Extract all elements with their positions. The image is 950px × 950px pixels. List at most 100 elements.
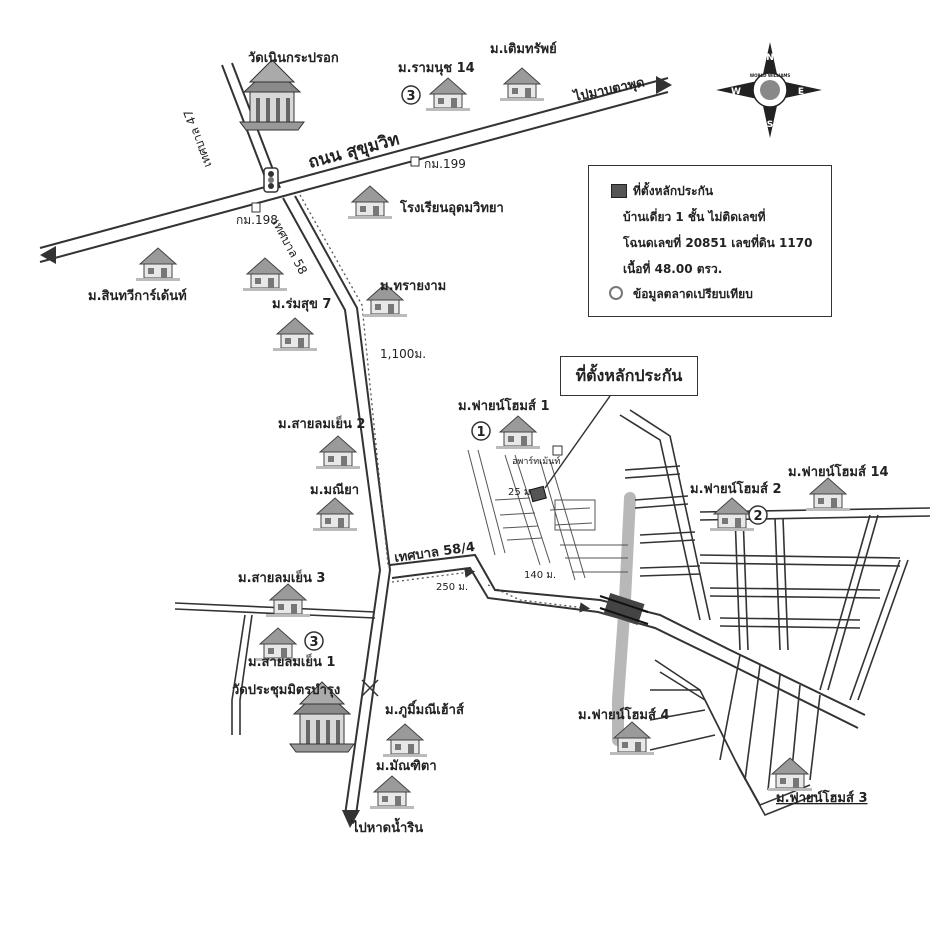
- manthita: ม.มัณฑิตา: [369, 759, 437, 810]
- house-icon: [805, 477, 851, 512]
- callout-label: ที่ตั้งหลักประกัน: [575, 365, 683, 385]
- udom-school: โรงเรียนอุดมวิทยา: [347, 185, 504, 220]
- collateral-site: [529, 395, 611, 503]
- km-198-marker: กม.198: [236, 202, 278, 227]
- finehome-14: ม.ฟายน์โฮมส์ 14: [788, 463, 889, 512]
- house-icon: [242, 257, 288, 292]
- manthita-label: ม.มัณฑิตา: [376, 759, 437, 774]
- wat-noen-krapok: วัดเนินกระปรอก: [239, 51, 339, 131]
- house-icon: [382, 723, 428, 758]
- legend-box: ที่ตั้งหลักประกัน บ้านเดี่ยว 1 ชั้น ไม่ต…: [588, 165, 832, 317]
- romsuk-7: ม.ร่มสุข 7: [242, 257, 331, 352]
- compass-e: E: [798, 87, 804, 97]
- school-icon: [347, 185, 393, 220]
- house-icon: [312, 497, 358, 532]
- sailomyen-2-label: ม.สายลมเย็น 2: [278, 414, 365, 432]
- sailomyen-1: ม.สายลมเย็น 1: [248, 627, 335, 670]
- east-road-grid: [619, 409, 931, 817]
- apartment-icon: [552, 445, 563, 456]
- arrow-south: [342, 810, 360, 828]
- maneeya-label: ม.มณียา: [310, 482, 359, 498]
- romsuk-7-label: ม.ร่มสุข 7: [272, 297, 331, 312]
- apartment-label: อพาร์ทเม้นท์: [512, 455, 560, 467]
- sinthawee: ม.สินทวีการ์เด้นท์: [88, 247, 187, 304]
- arrow-west: [40, 246, 56, 264]
- comparison-marker-1: 1: [471, 421, 491, 441]
- finehome-3-label: ม.ฟายน์โฮมส์ 3: [776, 789, 868, 806]
- apartment: อพาร์ทเม้นท์: [512, 445, 563, 467]
- finehome-1: ม.ฟายน์โฮมส์ 1: [458, 397, 550, 450]
- compass-rose: N S W E WORLD WILLIAMS: [716, 42, 822, 138]
- house-icon: [135, 247, 181, 282]
- finehome-2-label: ม.ฟายน์โฮมส์ 2: [690, 480, 782, 497]
- finehome-3: ม.ฟายน์โฮมส์ 3: [767, 757, 868, 806]
- comparison-marker-3-bottom: 3: [304, 631, 324, 651]
- compass-ring-text: WORLD WILLIAMS: [750, 73, 791, 78]
- legend-comparison-swatch: [609, 286, 623, 300]
- saingam-label: ม.ทรายงาม: [380, 279, 446, 294]
- house-icon: [709, 497, 755, 532]
- sailomyen-1-label: ม.สายลมเย็น 1: [248, 652, 335, 670]
- house-icon: [369, 775, 415, 810]
- legend-collateral-swatch: [611, 184, 627, 198]
- saingam: ม.ทรายงาม: [362, 279, 446, 318]
- svg-text:3: 3: [406, 89, 415, 104]
- municipal-58-road: [282, 195, 392, 828]
- to-hat-nam-rin-label: ไปหาดน้ำริน: [350, 817, 423, 836]
- sailomyen-3: ม.สายลมเย็น 3: [238, 568, 325, 618]
- distance-140-label: 140 ม.: [524, 570, 556, 581]
- finehome-4-label: ม.ฟายน์โฮมส์ 4: [578, 706, 670, 723]
- finehome-1-label: ม.ฟายน์โฮมส์ 1: [458, 397, 550, 414]
- svg-text:1: 1: [476, 425, 485, 440]
- termsap: ม.เติมทรัพย์: [490, 41, 557, 102]
- svg-text:2: 2: [753, 509, 762, 524]
- comparison-marker-2: 2: [748, 505, 768, 525]
- house-icon: [499, 67, 545, 102]
- km-198-label: กม.198: [236, 213, 278, 227]
- distance-25-label: 25 ม.: [508, 487, 534, 498]
- arrow-east: [656, 76, 672, 94]
- house-icon: [495, 415, 541, 450]
- distance-250-label: 250 ม.: [436, 582, 468, 593]
- wat-prachum-label: วัดประชุมมิตรบำรุง: [232, 682, 340, 698]
- compass-w: W: [731, 87, 741, 97]
- compass-n: N: [766, 53, 774, 63]
- callout-pointer: [544, 395, 611, 489]
- collateral-soi-grid: [467, 449, 628, 581]
- ramanuch-14-label: ม.รามนุช 14: [398, 61, 475, 76]
- compass-s: S: [767, 120, 773, 130]
- sinthawee-label: ม.สินทวีการ์เด้นท์: [88, 288, 187, 304]
- temple-icon: [239, 59, 305, 131]
- comparison-marker-3-top: 3: [401, 85, 421, 105]
- collateral-square: [529, 485, 547, 503]
- km-199-marker: กม.199: [410, 156, 466, 171]
- municipal-58-4-road: [389, 553, 866, 729]
- wat-noen-krapok-label: วัดเนินกระปรอก: [248, 51, 339, 66]
- finehome-4: ม.ฟายน์โฮมส์ 4: [578, 706, 670, 756]
- legend-line-2: โฉนดเลขที่ 20851 เลขที่ดิน 1170: [623, 236, 813, 250]
- sailomyen-3-label: ม.สายลมเย็น 3: [238, 568, 325, 586]
- km-199-label: กม.199: [424, 157, 466, 171]
- termsap-label: ม.เติมทรัพย์: [490, 41, 557, 57]
- sailomyen-2: ม.สายลมเย็น 2: [278, 414, 365, 470]
- legend-line-3: เนื้อที่ 48.00 ตรว.: [623, 262, 723, 276]
- finehome-2: ม.ฟายน์โฮมส์ 2: [690, 480, 782, 532]
- svg-text:3: 3: [309, 635, 318, 650]
- intersection-icon: [361, 679, 379, 697]
- finehome-14-label: ม.ฟายน์โฮมส์ 14: [788, 463, 889, 480]
- municipal-47-label: เทศบาล 47: [181, 108, 215, 170]
- legend-line-1: บ้านเดี่ยว 1 ชั้น ไม่ติดเลขที่: [623, 210, 766, 224]
- udom-school-label: โรงเรียนอุดมวิทยา: [399, 199, 504, 216]
- canal: [612, 492, 636, 746]
- wat-prachum: วัดประชุมมิตรบำรุง: [232, 681, 355, 753]
- house-icon: [272, 317, 318, 352]
- sukhumvit-label: ถนน สุขุมวิท: [306, 129, 401, 172]
- phummanee: ม.ภูมิ์มณีเฮ้าส์: [382, 699, 464, 758]
- legend-collateral-label: ที่ตั้งหลักประกัน: [633, 184, 714, 198]
- traffic-light-icon: [263, 167, 279, 193]
- bridge-icon: [599, 592, 649, 626]
- distance-1100-label: 1,100ม.: [380, 347, 426, 361]
- maneeya: ม.มณียา: [310, 482, 359, 532]
- phummanee-label: ม.ภูมิ์มณีเฮ้าส์: [385, 699, 464, 718]
